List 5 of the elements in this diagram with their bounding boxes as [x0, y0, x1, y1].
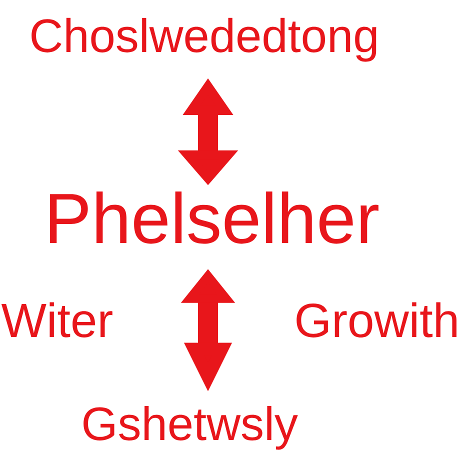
side-label: Witer: [1, 302, 112, 338]
top-text: Choslwededtong: [32, 18, 376, 62]
side-label: Growith: [296, 302, 456, 338]
center-text: Phelselher: [50, 192, 378, 244]
bottom-text: Gshetwsly: [84, 406, 298, 450]
